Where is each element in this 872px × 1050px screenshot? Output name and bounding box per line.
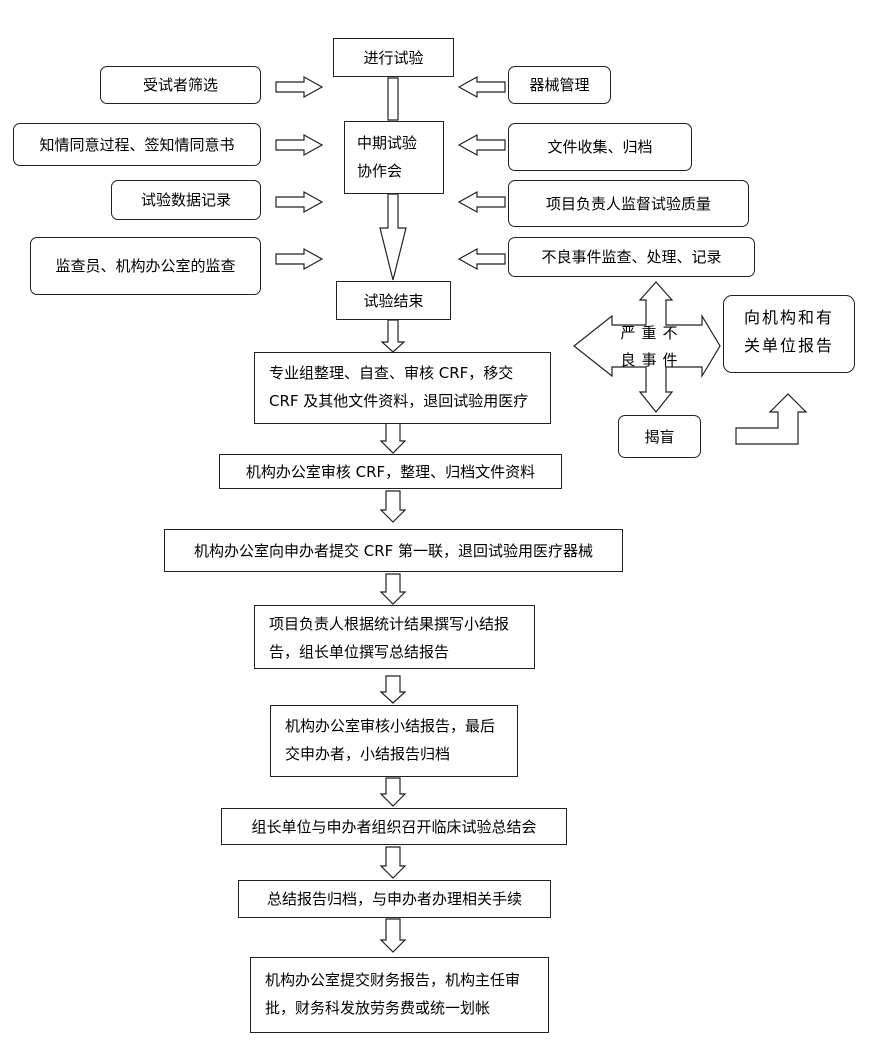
arrow-left-2	[457, 133, 506, 157]
arrow-left-3	[457, 190, 506, 214]
step-box-1: 专业组整理、自查、审核 CRF，移交 CRF 及其他文件资料，退回试验用医疗	[254, 352, 551, 424]
start-box: 进行试验	[333, 38, 454, 77]
unblind-box: 揭盲	[618, 415, 701, 458]
report-box: 向机构和有关单位报告	[723, 295, 855, 373]
right-box-1: 器械管理	[508, 66, 611, 104]
shaft-upper	[387, 77, 399, 121]
down-arrow-6	[379, 846, 407, 879]
bent-arrow	[735, 393, 808, 445]
arrow-left-1	[457, 75, 506, 99]
down-arrow-3	[379, 573, 407, 605]
step-box-8: 机构办公室提交财务报告，机构主任审批，财务科发放劳务费或统一划帐	[250, 957, 549, 1033]
four-way-star	[573, 281, 721, 413]
right-box-4: 不良事件监查、处理、记录	[508, 237, 755, 277]
shaft-lower	[379, 193, 407, 281]
left-box-3: 试验数据记录	[111, 180, 261, 220]
arrow-right-3	[275, 190, 324, 214]
serious-ae-label: 严重不良事件	[620, 324, 684, 369]
left-box-4: 监查员、机构办公室的监查	[30, 237, 261, 295]
down-arrow-1	[379, 422, 407, 454]
step-box-3: 机构办公室向申办者提交 CRF 第一联，退回试验用医疗器械	[164, 529, 623, 572]
step-box-6: 组长单位与申办者组织召开临床试验总结会	[221, 808, 567, 845]
step-box-7: 总结报告归档，与申办者办理相关手续	[238, 880, 551, 918]
arrow-right-2	[275, 133, 324, 157]
down-arrow-4	[379, 675, 407, 704]
left-box-2: 知情同意过程、签知情同意书	[13, 123, 261, 166]
arrow-right-4	[275, 247, 324, 271]
down-arrow-0	[380, 319, 406, 353]
step-box-4: 项目负责人根据统计结果撰写小结报告，组长单位撰写总结报告	[254, 605, 535, 669]
step-box-5: 机构办公室审核小结报告，最后交申办者，小结报告归档	[270, 705, 518, 777]
left-box-1: 受试者筛选	[100, 66, 261, 104]
down-arrow-2	[379, 490, 407, 523]
right-box-2: 文件收集、归档	[508, 123, 692, 171]
step-box-2: 机构办公室审核 CRF，整理、归档文件资料	[219, 454, 562, 489]
down-arrow-5	[379, 777, 407, 807]
mid-meeting-box: 中期试验协作会	[344, 121, 444, 194]
down-arrow-7	[379, 918, 407, 953]
right-box-3: 项目负责人监督试验质量	[508, 180, 749, 227]
arrow-left-4	[457, 247, 506, 271]
arrow-right-1	[275, 75, 324, 99]
end-box: 试验结束	[336, 281, 451, 320]
